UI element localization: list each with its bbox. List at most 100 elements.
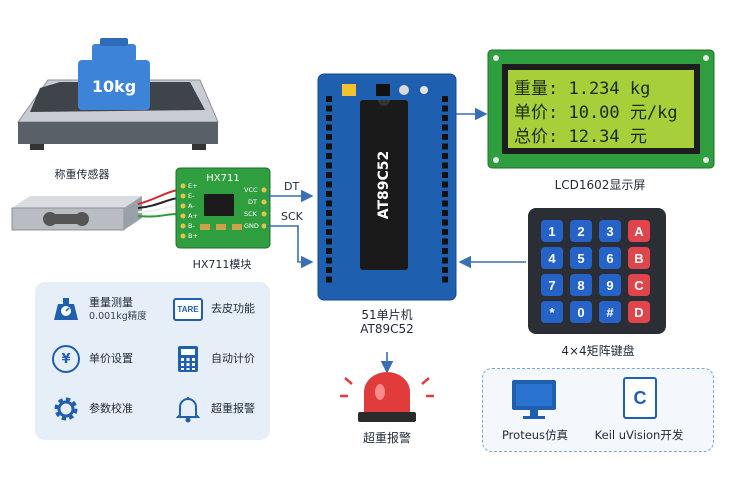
mcu-pin-right <box>442 200 448 207</box>
keypad-caption: 4×4矩阵键盘 <box>561 344 635 358</box>
mcu-pin-right <box>442 276 448 283</box>
keypad-key-0-1: 2 <box>570 220 592 242</box>
gear-icon <box>51 394 81 424</box>
mcu-pin-right <box>442 115 448 121</box>
feature-tare-title: 去皮功能 <box>211 302 255 315</box>
mcu-pin-left <box>326 238 332 245</box>
mcu-pin-left <box>326 219 332 226</box>
mcu-pin-right <box>442 191 448 197</box>
lcd-line-unit-price: 单价: 10.00 元/kg <box>514 103 678 123</box>
mcu-pin-left <box>326 229 332 235</box>
hx711-pin-a-minus: A- <box>188 202 195 210</box>
feature-weight-subtitle: 0.001kg精度 <box>89 311 147 322</box>
mcu-pin-right <box>442 96 448 102</box>
hx711-pin-dt: DT <box>248 198 257 206</box>
mcu-pin-left <box>326 257 332 264</box>
lcd-line-weight: 重量: 1.234 kg <box>514 79 651 99</box>
keypad-key-2-3: C <box>628 274 650 296</box>
tools-panel: Proteus仿真 C Keil uVision开发 <box>482 368 714 452</box>
hx711-pin-a-plus: A+ <box>188 212 198 220</box>
feature-unit-price-title: 单价设置 <box>89 352 133 365</box>
mcu-pin-right <box>442 238 448 245</box>
hx711-pin-e-minus: E- <box>188 192 195 200</box>
keypad-key-3-3: D <box>628 301 650 323</box>
feature-overweight-alarm: 超重报警 <box>173 394 255 424</box>
mcu-pin-right <box>442 267 448 273</box>
mcu-pin-left <box>326 210 332 216</box>
feature-auto-price-title: 自动计价 <box>211 352 255 365</box>
mcu-pin-left <box>326 153 332 159</box>
sck-signal-label: SCK <box>281 210 303 223</box>
mcu-pin-right <box>442 153 448 159</box>
c-file-icon: C <box>623 377 657 419</box>
feature-unit-price: ¥ 单价设置 <box>51 344 133 374</box>
mcu-pin-left <box>326 124 332 131</box>
hx711-caption: HX711模块 <box>192 258 252 271</box>
mcu-pin-left <box>326 267 332 273</box>
feature-overweight-title: 超重报警 <box>211 402 255 415</box>
feature-auto-price: 自动计价 <box>173 344 255 374</box>
keypad-key-0-2: 3 <box>599 220 621 242</box>
mcu-chip-label: AT89C52 <box>376 150 392 220</box>
keypad-key-1-0: 4 <box>541 247 563 269</box>
mcu-pin-left <box>326 200 332 207</box>
mcu-pin-right <box>442 105 448 112</box>
yen-icon-text: ¥ <box>52 345 80 373</box>
mcu-pin-left <box>326 172 332 178</box>
mcu-pin-headers <box>326 96 448 283</box>
alarm-light-image <box>340 372 434 422</box>
scale-icon <box>51 294 81 324</box>
alarm-caption: 超重报警 <box>362 431 412 445</box>
load-cell-caption: 称重传感器 <box>54 168 110 181</box>
keypad-key-3-1: 0 <box>570 301 592 323</box>
tare-icon: TARE <box>173 294 203 324</box>
mcu-pin-left <box>326 143 332 150</box>
mcu-pin-left <box>326 191 332 197</box>
mcu-pin-right <box>442 162 448 169</box>
mcu-pin-right <box>442 210 448 216</box>
platform-scale-image <box>17 38 219 150</box>
hx711-pin-b-plus: B+ <box>188 232 198 240</box>
mcu-pin-right <box>442 219 448 226</box>
c-file-icon-text: C <box>633 387 647 408</box>
feature-calibration: 参数校准 <box>51 394 133 424</box>
lcd-caption: LCD1602显示屏 <box>554 178 646 192</box>
mcu-pin-left <box>326 276 332 283</box>
keypad-key-1-3: B <box>628 247 650 269</box>
yen-icon: ¥ <box>51 344 81 374</box>
mcu-pin-left <box>326 134 332 140</box>
keypad-key-3-2: # <box>599 301 621 323</box>
hx711-pin-e-plus: E+ <box>188 182 198 190</box>
hx711-pin-vcc: VCC <box>244 186 258 194</box>
mcu-caption-line1: 51单片机 <box>361 308 413 322</box>
mcu-pin-right <box>442 124 448 131</box>
feature-calibration-title: 参数校准 <box>89 402 133 415</box>
monitor-icon <box>511 379 557 425</box>
mcu-pin-left <box>326 162 332 169</box>
mcu-pin-right <box>442 181 448 188</box>
tare-icon-text: TARE <box>173 297 203 321</box>
hx711-pin-gnd: GND <box>244 222 259 230</box>
weight-label: 10kg <box>91 77 137 96</box>
load-cell-image <box>11 189 179 231</box>
keypad-key-0-3: A <box>628 220 650 242</box>
mcu-caption-line2: AT89C52 <box>360 322 414 336</box>
mcu-pin-right <box>442 134 448 140</box>
mcu-pin-right <box>442 143 448 150</box>
lcd-line-total: 总价: 12.34 元 <box>514 127 647 147</box>
keypad-key-2-1: 8 <box>570 274 592 296</box>
mcu-pin-left <box>326 115 332 121</box>
keypad-key-2-0: 7 <box>541 274 563 296</box>
mcu-pin-left <box>326 248 332 254</box>
hx711-mcu-wires <box>266 189 314 269</box>
keypad-key-0-0: 1 <box>541 220 563 242</box>
hx711-pin-b-minus: B- <box>188 222 195 230</box>
mcu-pin-right <box>442 229 448 235</box>
mcu-pin-right <box>442 172 448 178</box>
feature-tare: TARE 去皮功能 <box>173 294 255 324</box>
hx711-board-image <box>175 167 271 249</box>
mcu-pin-right <box>442 257 448 264</box>
mcu-pin-right <box>442 248 448 254</box>
calculator-icon <box>173 344 203 374</box>
